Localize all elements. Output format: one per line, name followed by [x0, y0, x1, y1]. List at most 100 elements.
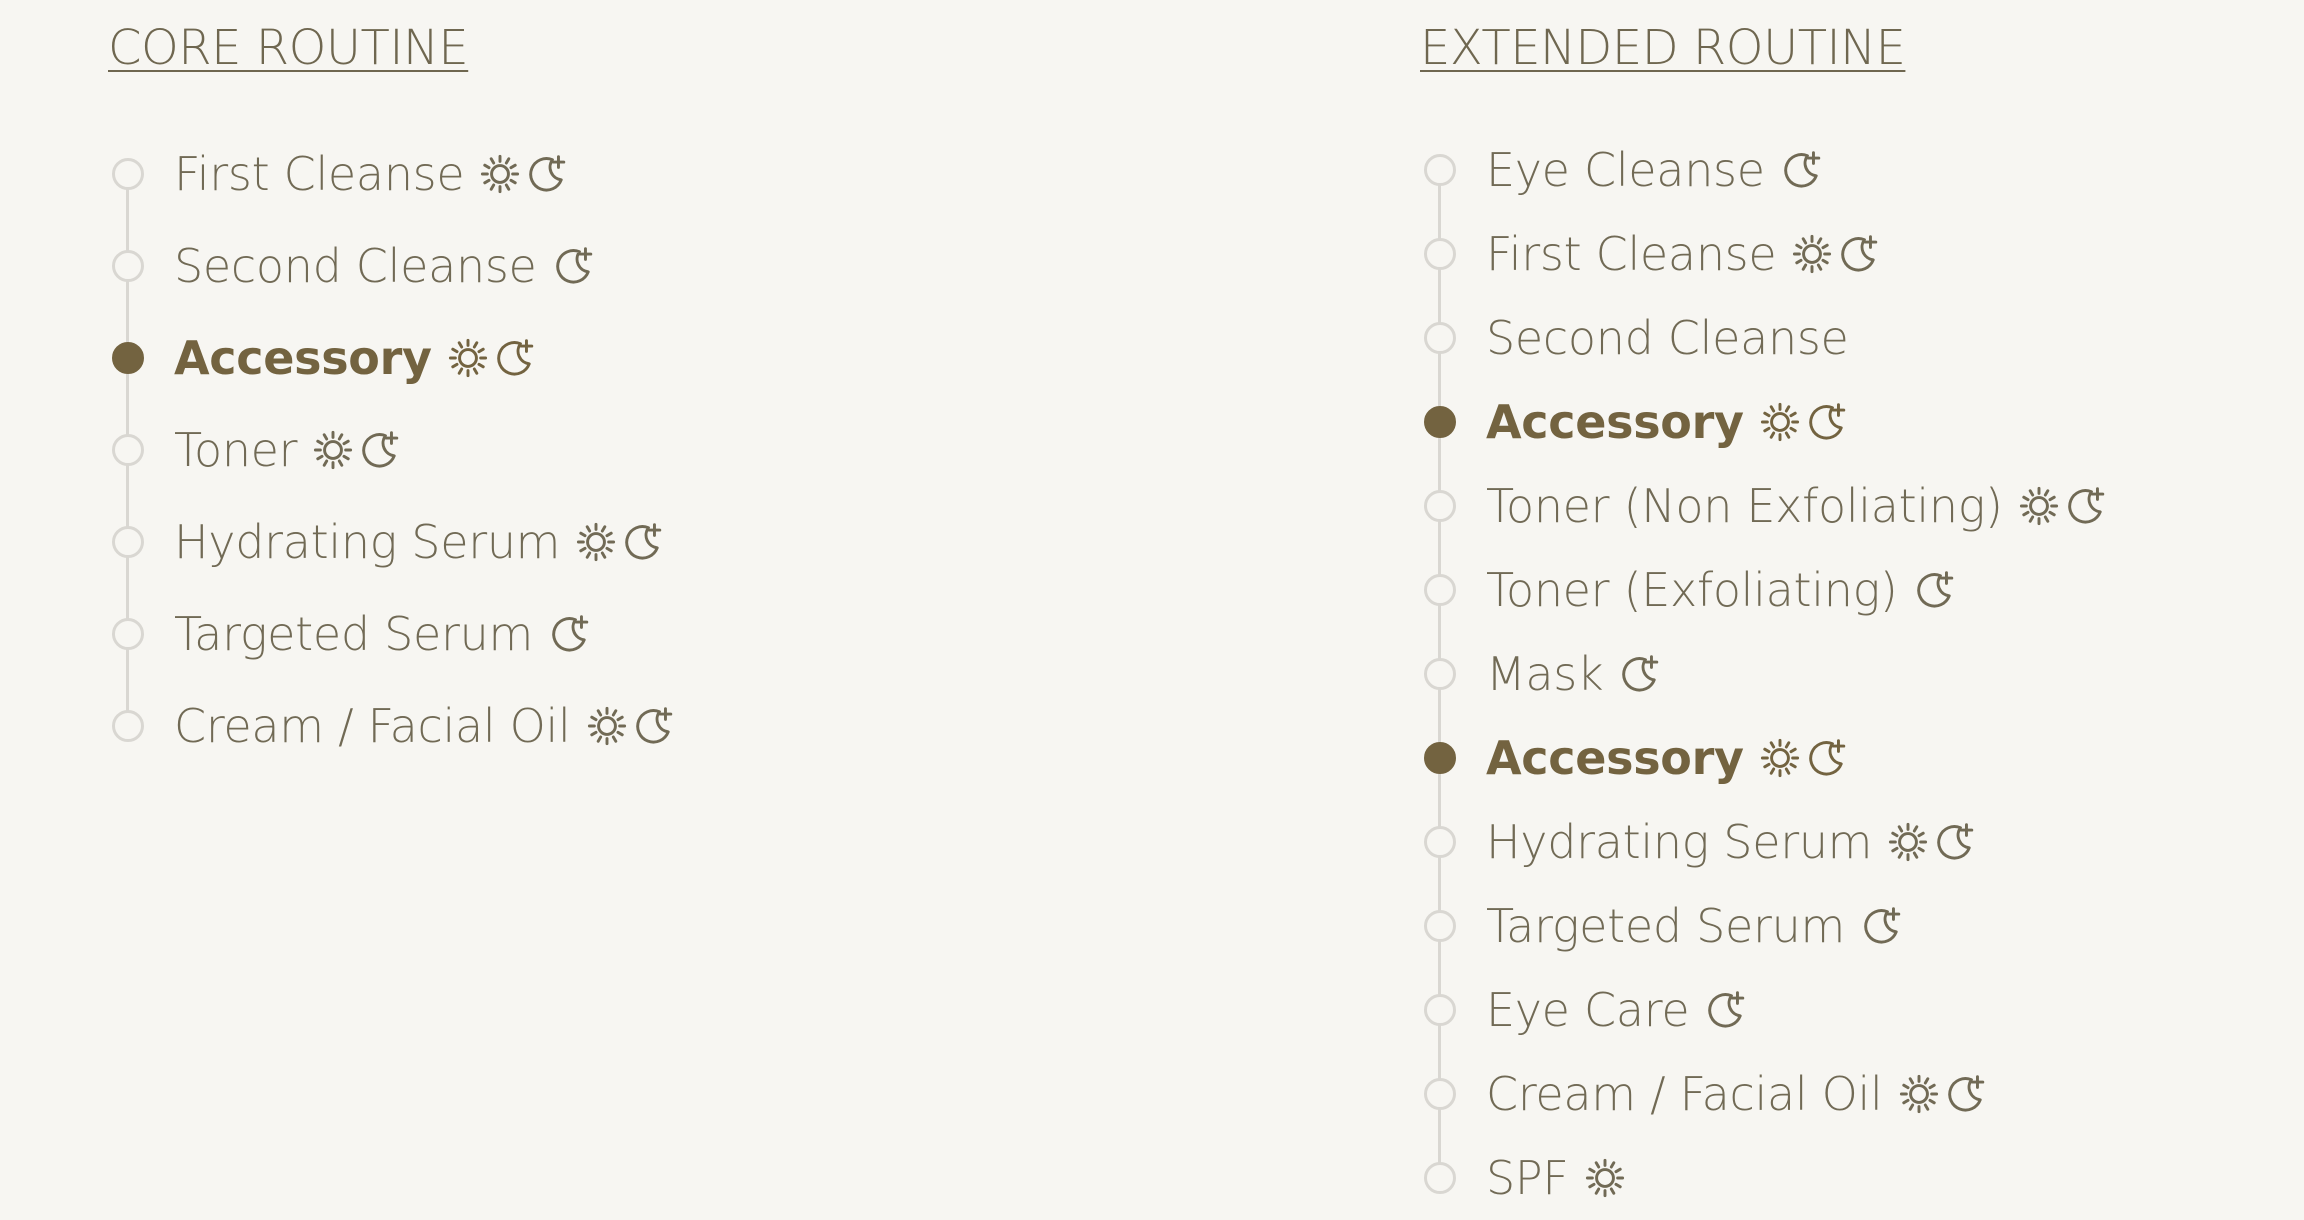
step-toner-exfoliating[interactable]: Toner (Exfoliating) [1420, 548, 2109, 632]
step-marker [1424, 154, 1456, 186]
step-accessory[interactable]: Accessory [1420, 716, 2109, 800]
time-of-day-icons [1617, 652, 1663, 696]
step-first-cleanse[interactable]: First Cleanse [108, 128, 677, 220]
sun-icon [1760, 402, 1799, 442]
step-label: First Cleanse [174, 147, 465, 201]
sun-icon [481, 154, 520, 194]
step-label: Eye Cleanse [1486, 143, 1765, 197]
step-marker [1424, 826, 1456, 858]
step-label: Second Cleanse [174, 239, 537, 293]
moon-icon [1784, 151, 1820, 188]
moon-icon [1622, 655, 1659, 692]
step-label: Cream / Facial Oil [174, 699, 571, 753]
step-mask[interactable]: Mask [1420, 632, 2109, 716]
step-marker-filled [1424, 406, 1456, 438]
time-of-day-icons [1758, 736, 1850, 780]
moon-icon [1947, 1075, 1984, 1112]
time-of-day-icons [1779, 148, 1825, 192]
sun-icon [577, 522, 616, 562]
sun-icon [1585, 1158, 1624, 1198]
time-of-day-icons [585, 704, 677, 748]
moon-icon [1916, 571, 1953, 608]
sun-icon [1899, 1074, 1938, 1114]
step-marker [112, 250, 144, 282]
step-toner[interactable]: Toner [108, 404, 677, 496]
time-of-day-icons [311, 428, 403, 472]
step-marker [1424, 238, 1456, 270]
step-label: First Cleanse [1486, 227, 1777, 281]
step-eye-care[interactable]: Eye Care [1420, 968, 2109, 1052]
step-targeted-serum[interactable]: Targeted Serum [1420, 884, 2109, 968]
step-marker [1424, 322, 1456, 354]
sun-icon [314, 430, 353, 470]
sun-icon [587, 706, 626, 746]
step-hydrating-serum[interactable]: Hydrating Serum [108, 496, 677, 588]
time-of-day-icons [1758, 400, 1850, 444]
step-label: Hydrating Serum [174, 515, 561, 569]
extended-routine-title[interactable]: EXTENDED ROUTINE [1420, 20, 1906, 76]
time-of-day-icons [551, 244, 597, 288]
step-marker-filled [112, 342, 144, 374]
step-second-cleanse[interactable]: Second Cleanse [1420, 296, 2109, 380]
sun-icon [2019, 486, 2058, 526]
step-label: Targeted Serum [1486, 899, 1846, 953]
step-marker [112, 526, 144, 558]
step-label: Targeted Serum [174, 607, 534, 661]
step-hydrating-serum[interactable]: Hydrating Serum [1420, 800, 2109, 884]
moon-icon [529, 155, 566, 192]
step-marker [1424, 1162, 1456, 1194]
time-of-day-icons [1912, 568, 1958, 612]
step-label: Hydrating Serum [1486, 815, 1873, 869]
sun-icon [448, 338, 487, 378]
step-label: Toner (Exfoliating) [1486, 563, 1898, 617]
step-label: Eye Care [1486, 983, 1690, 1037]
step-marker [1424, 1078, 1456, 1110]
step-marker [112, 618, 144, 650]
moon-icon [2068, 487, 2104, 524]
time-of-day-icons [1703, 988, 1749, 1032]
sun-icon [1889, 822, 1928, 862]
moon-icon [625, 523, 662, 560]
sun-icon [1793, 234, 1832, 274]
time-of-day-icons [574, 520, 666, 564]
step-marker [1424, 994, 1456, 1026]
moon-icon [1937, 823, 1974, 860]
moon-icon [1808, 403, 1845, 440]
step-eye-cleanse[interactable]: Eye Cleanse [1420, 128, 2109, 212]
moon-icon [1808, 739, 1845, 776]
sun-icon [1760, 738, 1799, 778]
step-cream-facial-oil[interactable]: Cream / Facial Oil [108, 680, 677, 772]
moon-icon [1708, 991, 1745, 1028]
step-first-cleanse[interactable]: First Cleanse [1420, 212, 2109, 296]
moon-icon [635, 707, 672, 744]
time-of-day-icons [1583, 1156, 1629, 1200]
step-accessory[interactable]: Accessory [108, 312, 677, 404]
step-targeted-serum[interactable]: Targeted Serum [108, 588, 677, 680]
moon-icon [552, 615, 589, 652]
step-label: Toner (Non Exfoliating) [1486, 479, 2003, 533]
step-marker [1424, 658, 1456, 690]
time-of-day-icons [478, 152, 570, 196]
step-label: Mask [1486, 647, 1604, 701]
time-of-day-icons [446, 336, 538, 380]
step-accessory[interactable]: Accessory [1420, 380, 2109, 464]
step-label: Accessory [174, 331, 432, 385]
step-marker [1424, 574, 1456, 606]
moon-icon [362, 431, 399, 468]
time-of-day-icons [1897, 1072, 1989, 1116]
step-marker [112, 158, 144, 190]
time-of-day-icons [1859, 904, 1905, 948]
step-label: SPF [1486, 1151, 1569, 1205]
step-label: Second Cleanse [1486, 311, 1849, 365]
time-of-day-icons [1886, 820, 1978, 864]
step-spf[interactable]: SPF [1420, 1136, 2109, 1220]
step-toner-non-exfoliating[interactable]: Toner (Non Exfoliating) [1420, 464, 2109, 548]
time-of-day-icons [547, 612, 593, 656]
step-cream-facial-oil[interactable]: Cream / Facial Oil [1420, 1052, 2109, 1136]
step-second-cleanse[interactable]: Second Cleanse [108, 220, 677, 312]
step-label: Accessory [1486, 395, 1744, 449]
core-routine-title[interactable]: CORE ROUTINE [108, 20, 469, 76]
moon-icon [1841, 235, 1878, 272]
time-of-day-icons [1790, 232, 1882, 276]
